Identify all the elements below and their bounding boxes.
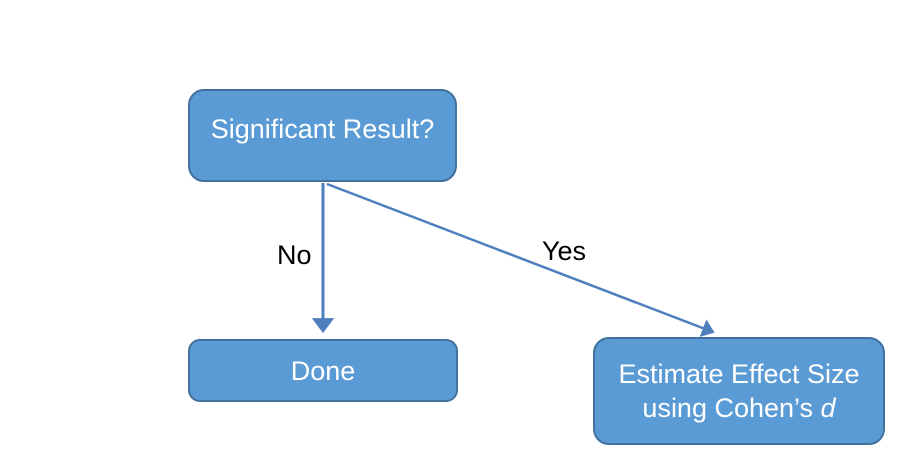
node-done-label: Done [290, 355, 356, 386]
node-estimate-line2: using Cohen’s d [642, 391, 835, 425]
node-estimate-line2-prefix: using Cohen’s [642, 393, 821, 423]
node-done: Done [188, 339, 458, 402]
edge-label-yes: Yes [542, 236, 587, 266]
node-estimate-line1: Estimate Effect Size [618, 359, 860, 389]
node-significant-result: Significant Result? [188, 89, 457, 182]
node-estimate-effect-size: Estimate Effect Size using Cohen’s d [593, 337, 885, 445]
edge-label-no: No [277, 240, 312, 270]
yes-arrow [326, 182, 715, 337]
node-significant-result-label: Significant Result? [210, 113, 435, 144]
node-estimate-line2-cohens-d: d [820, 393, 836, 423]
